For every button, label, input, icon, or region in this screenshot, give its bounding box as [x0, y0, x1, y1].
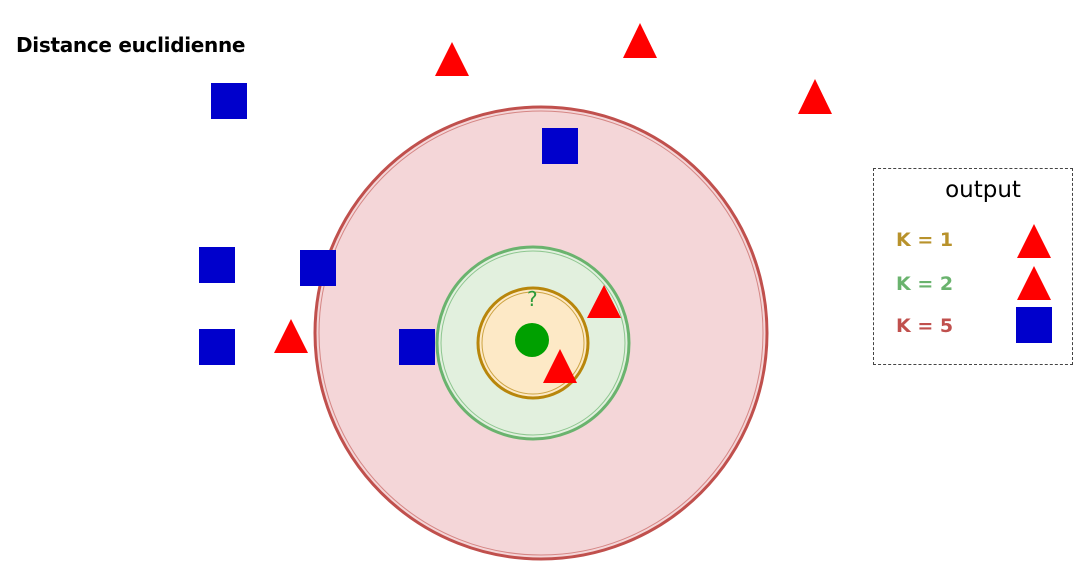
query-point — [515, 323, 549, 357]
legend-k5-square-icon — [1016, 307, 1052, 343]
legend-k5-label: K = 5 — [896, 315, 954, 337]
square-point — [300, 250, 336, 286]
k1-neighborhood-inner-ring — [481, 291, 585, 395]
triangle-point — [435, 42, 469, 76]
triangle-point — [587, 285, 621, 318]
square-point — [211, 83, 247, 119]
legend-k1-triangle-icon — [1017, 224, 1051, 258]
legend-title: output — [945, 177, 1021, 203]
square-point — [199, 247, 235, 283]
square-point — [399, 329, 435, 365]
k5-neighborhood-inner-ring — [318, 110, 764, 556]
square-point — [542, 128, 578, 164]
legend-k2-label: K = 2 — [896, 273, 954, 295]
k2-neighborhood-inner-ring — [440, 250, 626, 436]
triangle-point — [798, 79, 832, 114]
square-point — [199, 329, 235, 365]
output-legend: output K = 1 K = 2 K = 5 — [873, 168, 1073, 365]
triangle-point — [623, 23, 657, 58]
triangle-point — [543, 349, 577, 383]
triangle-point — [274, 319, 308, 353]
diagram-title: Distance euclidienne — [16, 33, 246, 57]
query-label: ? — [527, 287, 538, 311]
legend-k2-triangle-icon — [1017, 266, 1051, 300]
legend-k1-label: K = 1 — [896, 229, 954, 251]
